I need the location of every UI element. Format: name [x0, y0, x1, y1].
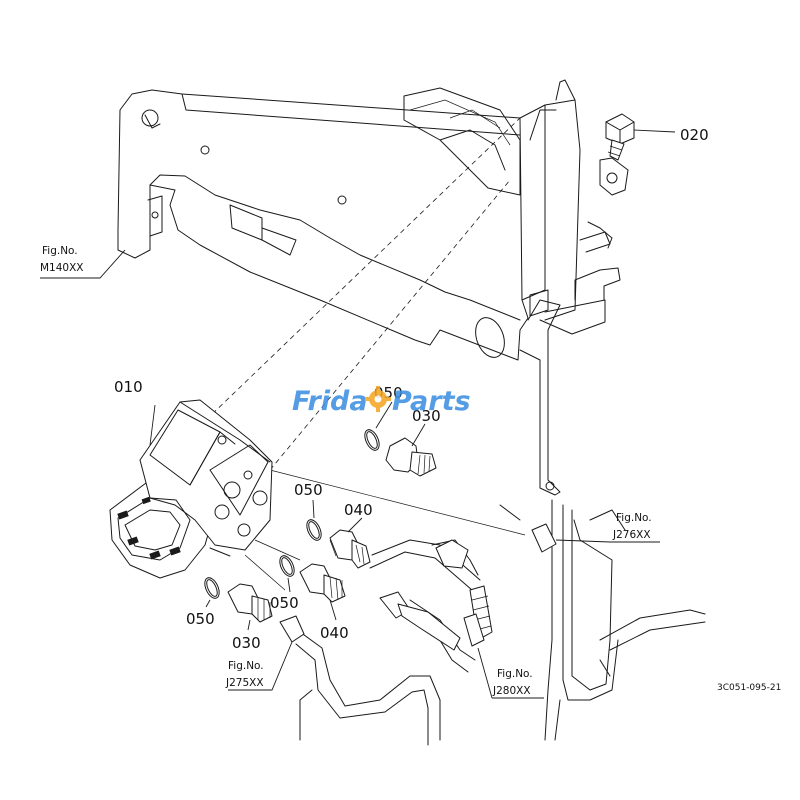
callout-040-upper: 040: [344, 501, 373, 519]
o-rings-050: [204, 429, 380, 599]
fig-ref-j276: Fig.No. J276XX: [612, 512, 652, 541]
adapter-030-upper: [385, 437, 437, 477]
callout-020: 020: [680, 126, 709, 144]
watermark-logo: Frida Parts: [292, 386, 471, 417]
figure-references: Fig.No. M140XX Fig.No. J276XX Fig.No. J2…: [40, 245, 652, 697]
svg-text:Fig.No.: Fig.No.: [42, 245, 78, 257]
svg-text:J275XX: J275XX: [225, 677, 264, 689]
fig-ref-j280: Fig.No. J280XX: [492, 668, 533, 697]
callout-050-lower-left: 050: [186, 610, 215, 628]
frame-rails: [544, 499, 706, 741]
callout-030-lower: 030: [232, 634, 261, 652]
leader-lines: [40, 129, 676, 699]
part-callouts: 010 020 050 030 050 040 050 040 050 030: [114, 126, 709, 652]
gear-icon: [365, 386, 391, 412]
svg-text:M140XX: M140XX: [40, 262, 84, 274]
o-ring-050-mid: [306, 519, 322, 541]
callout-010: 010: [114, 378, 143, 396]
hose-fittings: [279, 523, 557, 651]
o-ring-050-lower-right: [279, 555, 295, 577]
hydraulic-tubes: [295, 504, 521, 746]
svg-text:J276XX: J276XX: [612, 529, 651, 541]
callout-050-mid: 050: [294, 481, 323, 499]
svg-text:J280XX: J280XX: [492, 685, 531, 697]
adapter-040-lower: [299, 563, 346, 603]
fig-ref-j275: Fig.No. J275XX: [225, 660, 264, 689]
fig-ref-m140: Fig.No. M140XX: [40, 245, 84, 274]
watermark-text-left: Frida: [292, 386, 368, 417]
svg-text:Fig.No.: Fig.No.: [616, 512, 652, 524]
drawing-code: 3C051-095-21: [717, 683, 781, 693]
callout-030-upper: 030: [412, 407, 441, 425]
bolt-020: [605, 113, 635, 161]
watermark-text-right: Parts: [392, 386, 471, 417]
svg-text:Fig.No.: Fig.No.: [228, 660, 264, 672]
adapter-040-upper: [329, 529, 371, 569]
o-ring-050-lower-left: [204, 577, 220, 599]
adapter-030-lower: [227, 583, 273, 623]
steering-valve-010: [109, 399, 273, 579]
callout-040-lower: 040: [320, 624, 349, 642]
assembly-guide-lines: [179, 117, 526, 591]
svg-text:Fig.No.: Fig.No.: [497, 668, 533, 680]
frame-bracket: [117, 79, 629, 496]
o-ring-050-upper: [364, 429, 380, 451]
callout-050-lower-right: 050: [270, 594, 299, 612]
